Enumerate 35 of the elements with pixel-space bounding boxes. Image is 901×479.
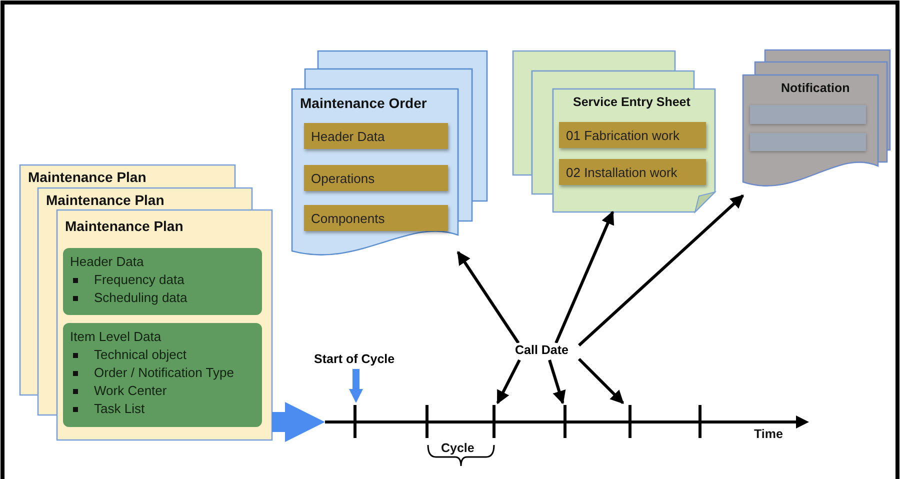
placeholder-bar xyxy=(750,133,866,151)
bullet-item: Frequency data xyxy=(70,271,255,289)
bullet-item: Task List xyxy=(70,400,255,418)
placeholder-bar xyxy=(750,105,866,124)
arrow xyxy=(456,250,520,344)
field-bar: 02 Installation work xyxy=(559,159,706,185)
document-title: Service Entry Sheet xyxy=(572,94,692,111)
document-title: Maintenance Plan xyxy=(45,191,166,210)
panel-heading: Item Level Data xyxy=(70,328,162,346)
timeline-label: Call Date xyxy=(513,343,570,357)
arrow xyxy=(496,359,521,404)
field-bar: 01 Fabrication work xyxy=(559,122,706,148)
arrow xyxy=(548,360,566,404)
bracket-label: Cycle xyxy=(441,441,474,455)
arrow xyxy=(554,210,614,344)
data-panel xyxy=(63,323,262,427)
field-bar: Header Data xyxy=(304,123,448,149)
bullet-item: Technical object xyxy=(70,346,255,364)
field-bar: Components xyxy=(304,205,448,231)
document-title: Maintenance Plan xyxy=(64,217,184,236)
block-arrow xyxy=(349,369,363,403)
arrow xyxy=(578,358,624,404)
document-title: Notification xyxy=(780,80,851,97)
block-arrow xyxy=(272,402,325,442)
field-bar: Operations xyxy=(304,165,448,191)
bullet-item: Scheduling data xyxy=(70,289,255,307)
document-title: Maintenance Order xyxy=(299,94,428,113)
bullet-item: Work Center xyxy=(70,382,255,400)
data-panel xyxy=(63,248,262,315)
document-title: Maintenance Plan xyxy=(27,168,148,187)
panel-heading: Header Data xyxy=(70,253,145,271)
arrow xyxy=(578,194,744,346)
timeline-label: Start of Cycle xyxy=(312,352,397,366)
bullet-item: Order / Notification Type xyxy=(70,364,255,382)
axis-label: Time xyxy=(754,427,783,441)
